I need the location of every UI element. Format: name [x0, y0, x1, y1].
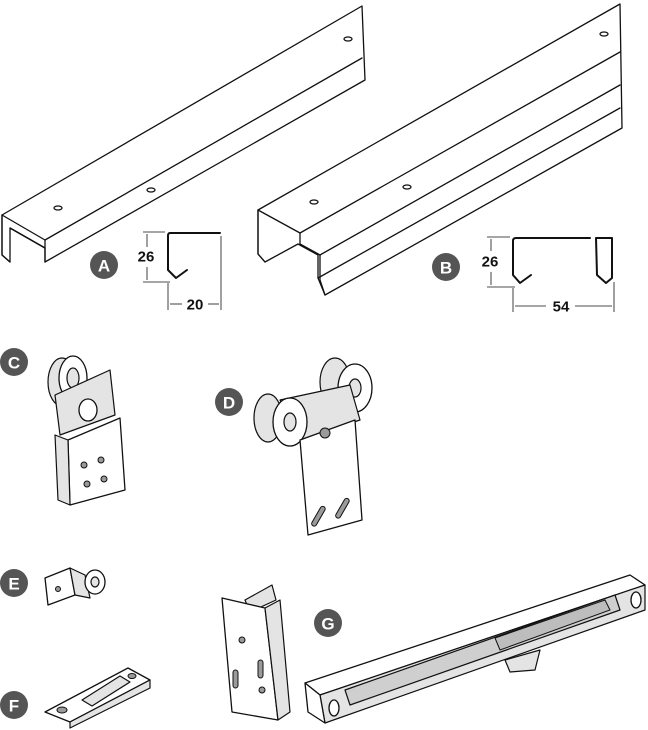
label-d: D — [223, 394, 235, 413]
badge-c: C — [0, 348, 28, 376]
badge-e: E — [0, 569, 28, 597]
label-b: B — [440, 259, 452, 278]
door-bracket — [221, 584, 291, 721]
dim-a-width: 20 — [187, 297, 204, 314]
label-f: F — [9, 697, 19, 716]
soft-close-damper-g — [304, 574, 646, 724]
dim-b-height: 26 — [482, 254, 499, 271]
single-roller-carriage-c — [47, 355, 126, 506]
label-g: G — [321, 615, 334, 634]
floor-guide-f — [44, 667, 151, 729]
profile-a-dimension: 26 20 — [138, 231, 222, 314]
rail-b — [257, 3, 623, 296]
badge-d: D — [215, 388, 243, 416]
label-e: E — [8, 575, 19, 594]
badge-a: A — [90, 251, 118, 279]
dim-b-width: 54 — [553, 299, 570, 316]
double-roller-carriage-d — [253, 357, 373, 536]
label-c: C — [8, 354, 20, 373]
dim-a-height: 26 — [138, 249, 155, 266]
badge-f: F — [0, 691, 28, 719]
badge-b: B — [432, 253, 460, 281]
rail-a — [1, 5, 366, 263]
guide-e — [44, 567, 106, 606]
badge-g: G — [314, 609, 342, 637]
label-a: A — [98, 257, 110, 276]
profile-b-dimension: 26 54 — [482, 236, 615, 316]
